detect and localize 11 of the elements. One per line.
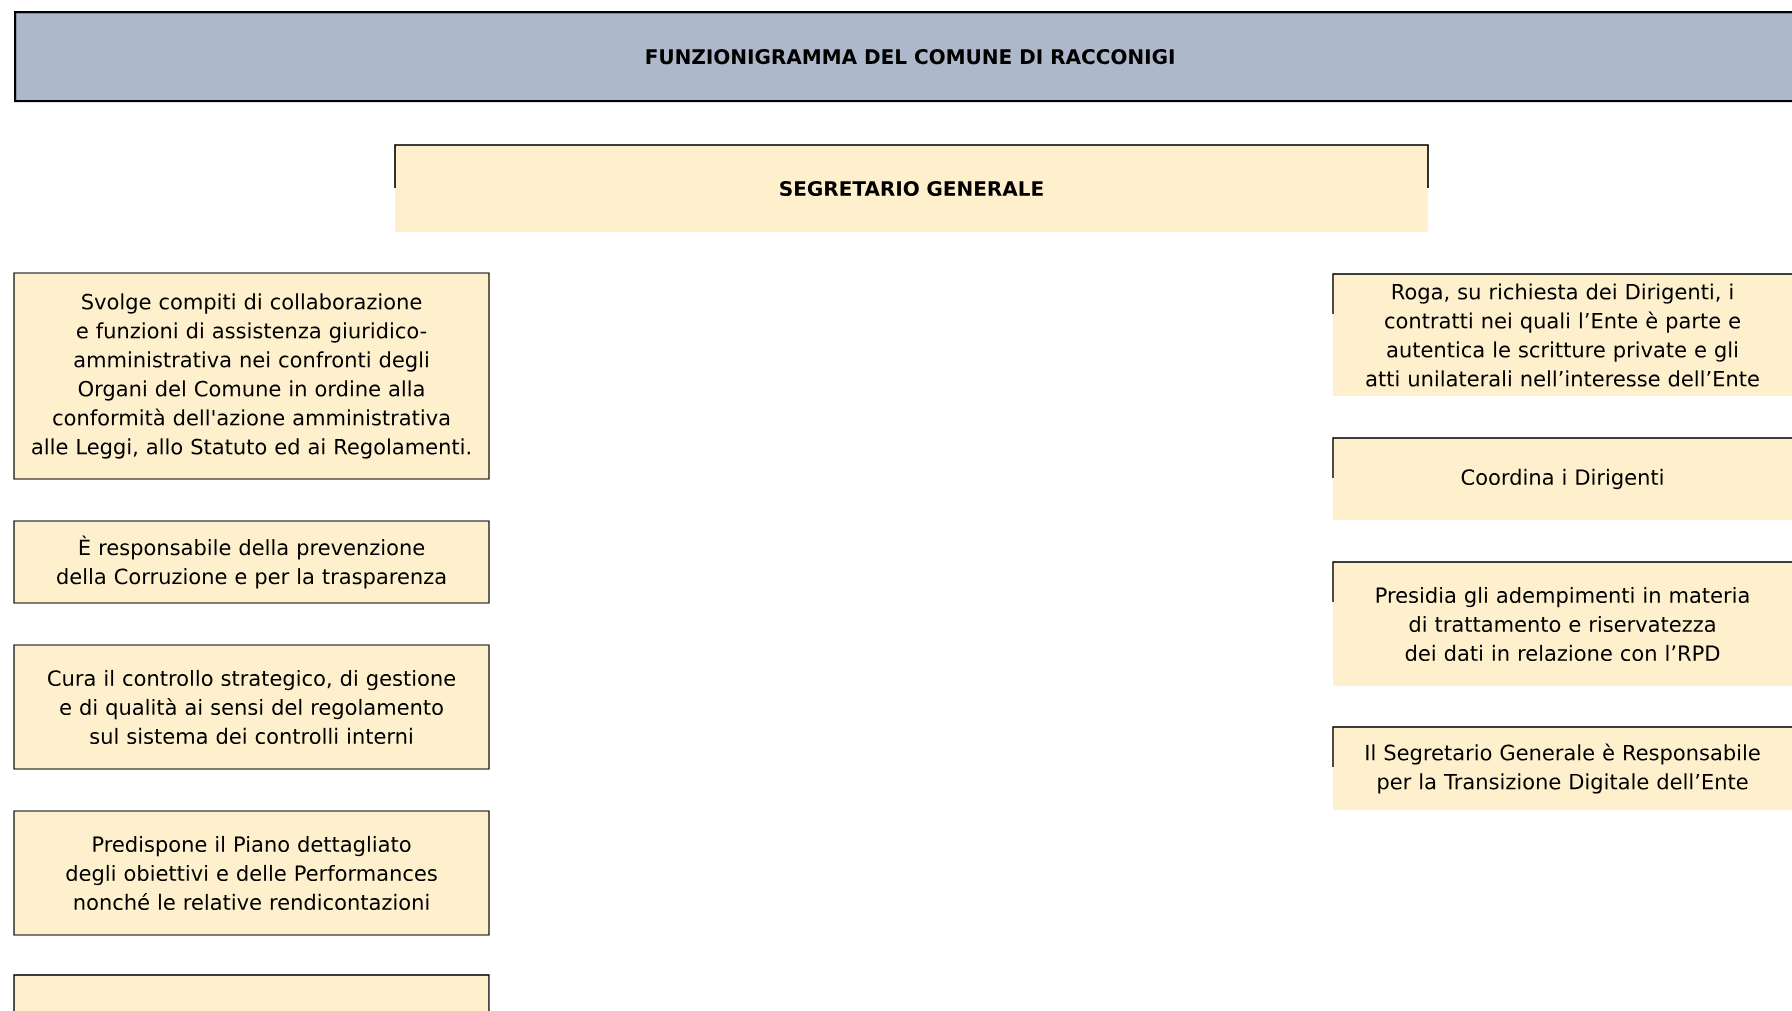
title-band: FUNZIONIGRAMMA DEL COMUNE DI RACCONIGI <box>14 11 1792 103</box>
text-box: Coordina i Dirigenti <box>1332 437 1792 520</box>
text-box: Il Segretario Generale è Responsabile per la Transizione Digitale dell’Ente <box>1332 726 1792 810</box>
text-box: Roga, su richiesta dei Dirigenti, i contratti nei quali l’Ente è parte e autentica le scritture private e gli atti unilaterali nell’interesse dell’Ente <box>1332 273 1792 396</box>
text-box: Svolge compiti di collaborazione e funzioni di assistenza giuridico- amministrativa nei confronti degli Organi del Comune in ordine alla conformità dell'azione amministrativa alle Leggi, allo Statuto ed ai Regolamenti. <box>13 272 490 480</box>
title-box: SEGRETARIO GENERALE <box>394 144 1429 232</box>
text-box: Predispone il Piano dettagliato degli obiettivi e delle Performances nonché le relative rendicontazioni <box>13 810 490 936</box>
text-box: È responsabile della prevenzione della Corruzione e per la trasparenza <box>13 520 490 604</box>
text-box: Cura il controllo strategico, di gestione e di qualità ai sensi del regolamento sul sistema dei controlli interni <box>13 644 490 770</box>
empty-box <box>13 974 490 1011</box>
text-box: Presidia gli adempimenti in materia di trattamento e riservatezza dei dati in relazione con l’RPD <box>1332 561 1792 686</box>
